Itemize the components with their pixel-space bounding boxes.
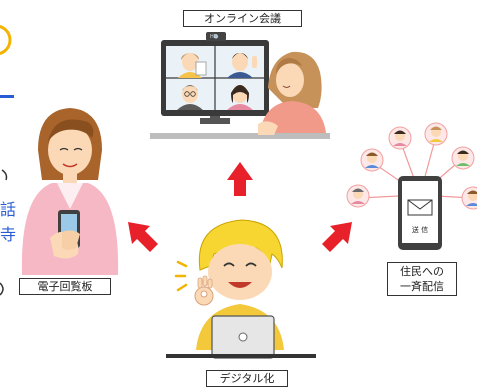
ok-hand-icon (194, 275, 214, 306)
svg-text:寺: 寺 (0, 225, 16, 244)
webcam-label: HD (210, 34, 218, 40)
broadcast-illustration: 送 信 (346, 122, 477, 250)
arrow-up-icon (227, 162, 253, 196)
bulletin-board-illustration (21, 108, 119, 275)
digitalization-label: デジタル化 (206, 370, 288, 387)
online-meeting-illustration (150, 32, 330, 139)
sparkle-icon (174, 260, 188, 292)
bulletin-board-label: 電子回覧板 (19, 278, 111, 295)
digitalization-illustration (166, 219, 316, 359)
cropped-left-edge: 話 寺 (0, 25, 16, 296)
resident-avatars (346, 122, 477, 210)
arrow-up-left-icon (128, 222, 158, 252)
online-meeting-label: オンライン会議 (183, 10, 302, 27)
send-label: 送 信 (412, 225, 428, 234)
broadcast-label-line2: 一斉配信 (400, 280, 444, 293)
broadcast-label-line1: 住民への (400, 265, 444, 278)
arrow-up-right-icon (322, 222, 352, 252)
svg-text:話: 話 (0, 200, 16, 219)
envelope-icon (407, 199, 433, 216)
broadcast-label: 住民への 一斉配信 (387, 262, 457, 296)
